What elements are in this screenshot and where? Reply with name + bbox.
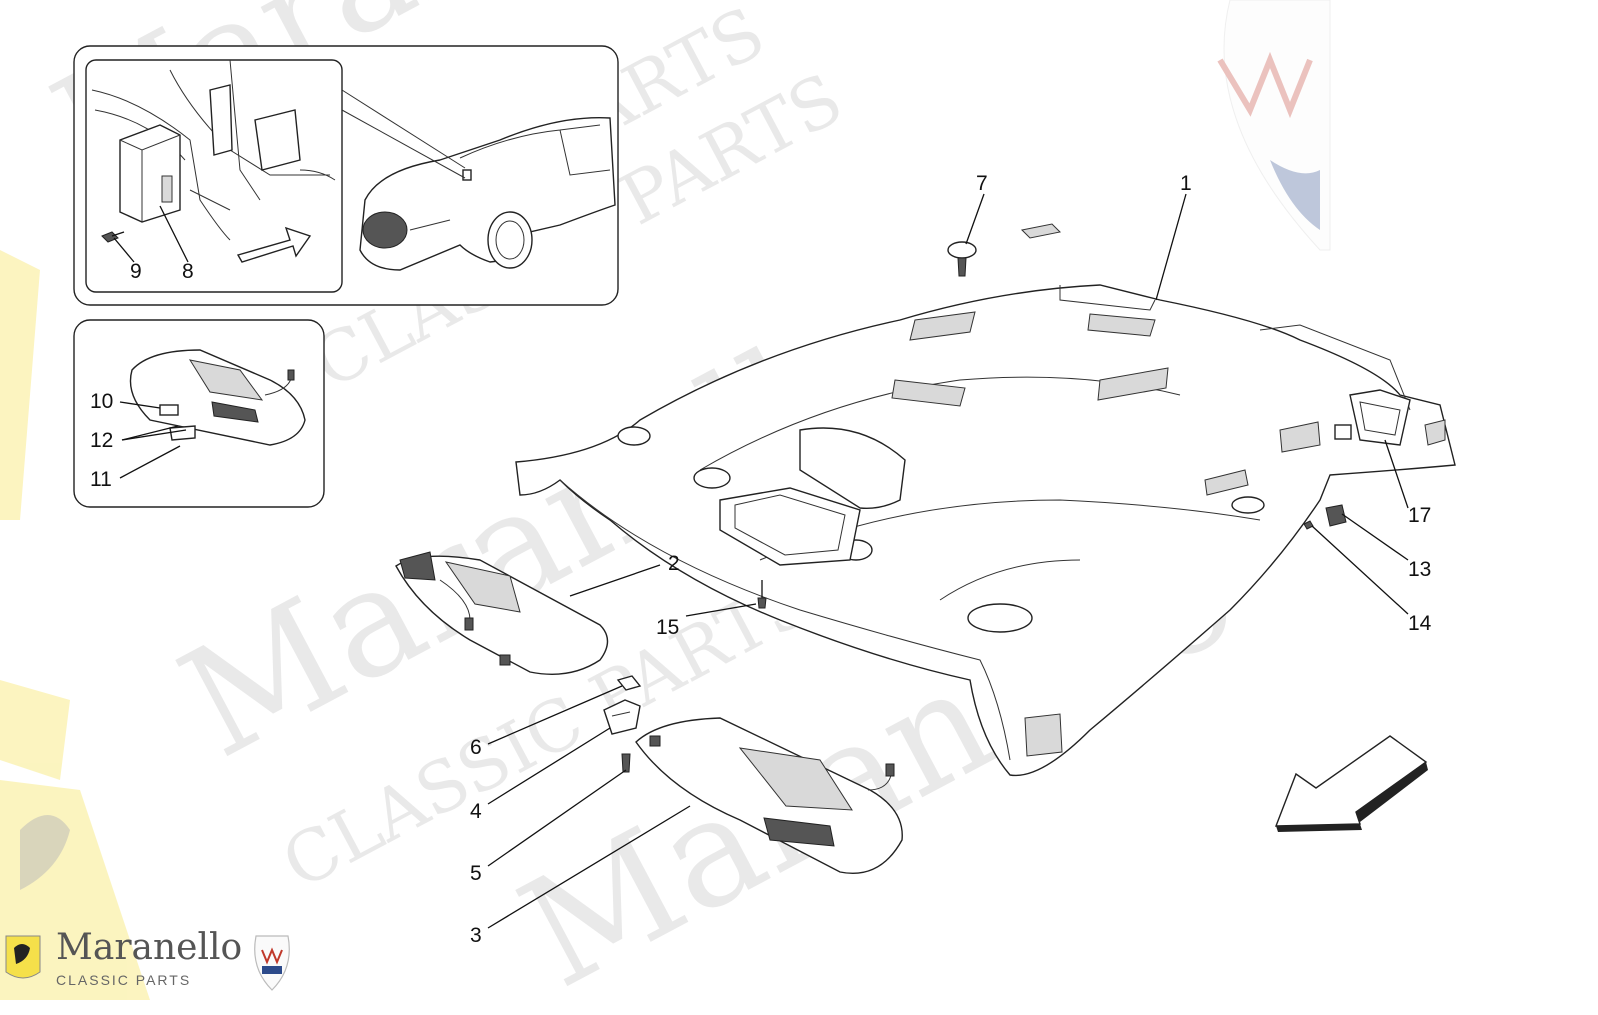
callout-11: 11 [90, 468, 112, 491]
callout-12: 12 [90, 429, 113, 452]
headliner-pad [1279, 421, 1321, 453]
part-15-screw [757, 580, 767, 609]
callout-4: 4 [470, 800, 482, 823]
headliner-pad [891, 379, 966, 407]
inset-visor-detail [73, 319, 325, 508]
headliner-pad [1204, 469, 1249, 496]
callout-6: 6 [470, 736, 482, 759]
callout-17: 17 [1408, 504, 1431, 527]
part-2-sun-visor [395, 551, 609, 675]
brand-subtitle: CLASSIC PARTS [56, 972, 192, 988]
headliner-pad [909, 311, 976, 341]
part-4-bracket [603, 699, 641, 735]
callout-14: 14 [1408, 612, 1432, 635]
callout-9: 9 [130, 260, 142, 283]
callout-5: 5 [470, 862, 482, 885]
callout-7: 7 [976, 172, 988, 195]
callout-1: 1 [1180, 172, 1192, 195]
headliner-pad [1024, 713, 1063, 757]
part-3-sun-visor [635, 717, 903, 874]
brand-name: Maranello [56, 927, 243, 968]
maserati-emblem-watermark [1217, 0, 1331, 251]
direction-arrow [1274, 735, 1428, 832]
inset-module-location [73, 45, 619, 306]
callout-2: 2 [668, 552, 680, 575]
brand-block: Maranello CLASSIC PARTS [56, 927, 243, 989]
callout-13: 13 [1408, 558, 1431, 581]
part-5-screw [621, 753, 631, 773]
part-13-retainer [1325, 504, 1347, 527]
callout-8: 8 [182, 260, 194, 283]
callout-3: 3 [470, 924, 482, 947]
maserati-logo [254, 935, 290, 991]
ferrari-shield-logo [5, 935, 41, 979]
part-6-clip [616, 675, 642, 691]
callout-labels: 1 7 2 15 6 4 5 3 17 13 14 9 8 10 12 11 [90, 172, 1432, 947]
leader-lines [487, 193, 1409, 929]
part-7-clip [947, 223, 1062, 277]
callout-10: 10 [90, 390, 113, 413]
part-14-screw [1303, 520, 1314, 530]
headliner-panel [515, 284, 1456, 777]
headliner-pad [1097, 367, 1169, 401]
headliner-pad [1087, 313, 1156, 337]
callout-15: 15 [656, 616, 679, 639]
